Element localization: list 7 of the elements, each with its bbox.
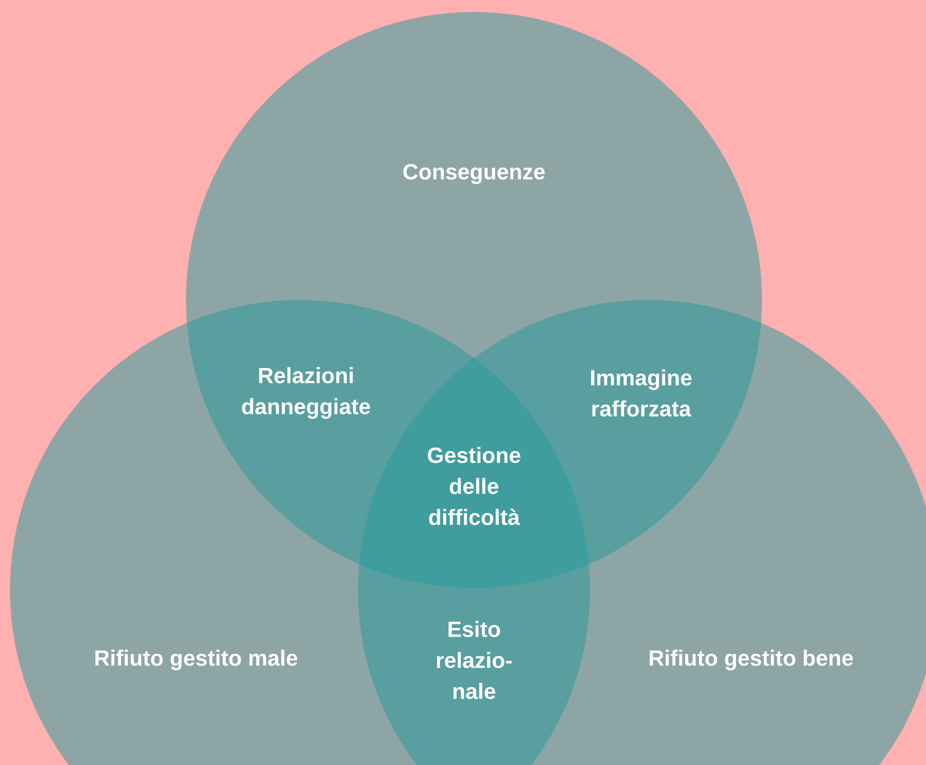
overlap-label: Relazioni danneggiate (242, 367, 370, 419)
circle-label: Rifiuto gestito male (95, 650, 298, 670)
overlap-label: Gestione delle difficoltà (428, 446, 520, 526)
circle-label: Rifiuto gestito bene (650, 650, 853, 670)
overlap-label: Immagine rafforzata (591, 369, 692, 417)
overlap-label: Esito relazio- nale (436, 620, 512, 700)
circle-label: Conseguenze (403, 164, 545, 184)
